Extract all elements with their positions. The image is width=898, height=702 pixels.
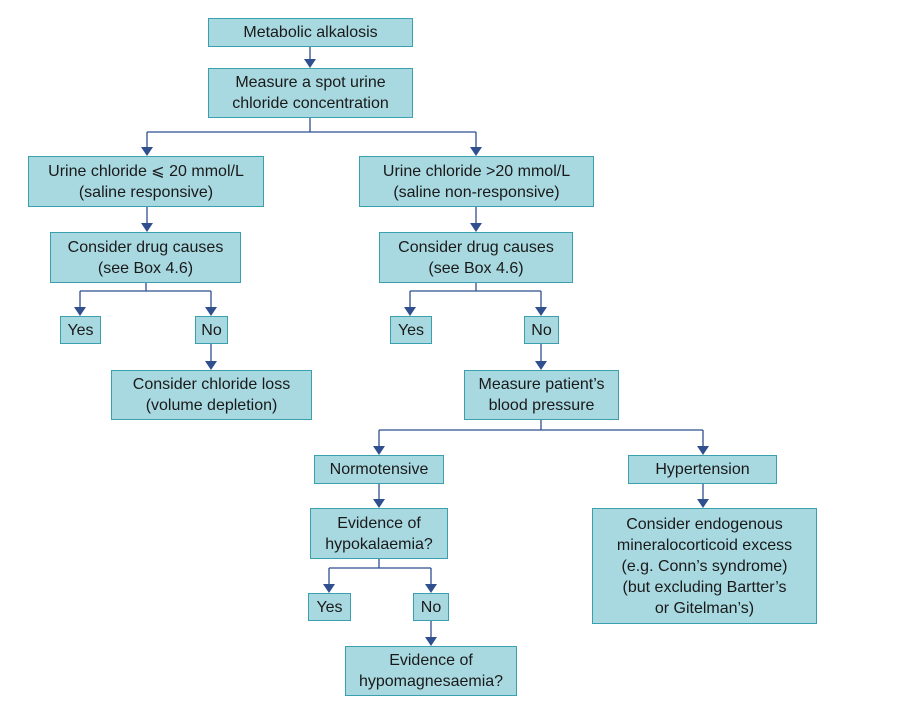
arrowhead [74, 307, 86, 316]
node-yes-hypokalaemia: Yes [308, 593, 351, 621]
arrowhead [697, 499, 709, 508]
arrowhead [141, 147, 153, 156]
arrowhead [404, 307, 416, 316]
arrowhead [697, 446, 709, 455]
node-measure-urine-chloride: Measure a spot urine chloride concentrat… [208, 68, 413, 118]
arrowhead [425, 637, 437, 646]
node-yes-right: Yes [390, 316, 432, 344]
node-mineralocorticoid-excess: Consider endogenous mineralocorticoid ex… [592, 508, 817, 624]
node-normotensive: Normotensive [314, 455, 444, 484]
arrowhead [535, 361, 547, 370]
arrowhead [205, 361, 217, 370]
arrowhead [535, 307, 547, 316]
arrowhead [304, 59, 316, 68]
node-hypertension: Hypertension [628, 455, 777, 484]
node-no-right: No [524, 316, 559, 344]
node-measure-blood-pressure: Measure patient’s blood pressure [464, 370, 619, 420]
node-hypokalaemia: Evidence of hypokalaemia? [310, 508, 448, 559]
arrowhead [373, 446, 385, 455]
node-metabolic-alkalosis: Metabolic alkalosis [208, 18, 413, 47]
node-yes-left: Yes [60, 316, 101, 344]
arrowhead [425, 584, 437, 593]
arrowhead [470, 147, 482, 156]
node-drug-causes-left: Consider drug causes (see Box 4.6) [50, 232, 241, 283]
node-no-left: No [195, 316, 228, 344]
node-no-hypokalaemia: No [413, 593, 449, 621]
node-hypomagnesaemia: Evidence of hypomagnesaemia? [345, 646, 517, 696]
node-urine-chloride-low: Urine chloride ⩽ 20 mmol/L (saline respo… [28, 156, 264, 207]
arrowhead [323, 584, 335, 593]
node-chloride-loss: Consider chloride loss (volume depletion… [111, 370, 312, 420]
arrowhead [470, 223, 482, 232]
arrowhead [373, 499, 385, 508]
node-drug-causes-right: Consider drug causes (see Box 4.6) [379, 232, 573, 283]
arrowhead [141, 223, 153, 232]
arrowhead [205, 307, 217, 316]
node-urine-chloride-high: Urine chloride >20 mmol/L (saline non-re… [359, 156, 594, 207]
